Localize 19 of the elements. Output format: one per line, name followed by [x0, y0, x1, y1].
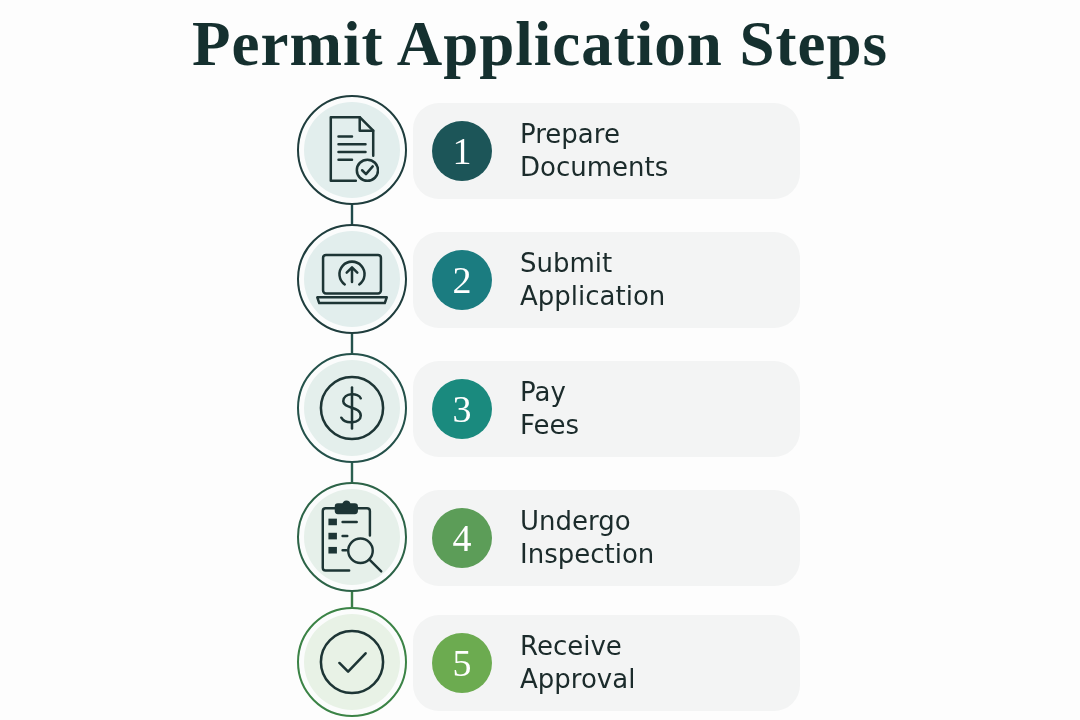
connector-line — [350, 463, 354, 482]
title: Permit Application Steps — [192, 8, 888, 80]
step-label: Receive Approval — [520, 630, 636, 696]
step-card — [413, 490, 800, 586]
step-card — [413, 361, 800, 457]
step-label: Pay Fees — [520, 376, 580, 442]
number-badge: 5 — [432, 633, 492, 693]
number-badge: 2 — [432, 250, 492, 310]
connector-line — [350, 334, 354, 353]
step-label: Submit Application — [520, 247, 666, 313]
step-card — [413, 103, 800, 199]
step-card — [413, 232, 800, 328]
step-card — [413, 615, 800, 711]
step-label: Undergo Inspection — [520, 505, 655, 571]
number-badge: 3 — [432, 379, 492, 439]
number-badge: 4 — [432, 508, 492, 568]
connector-line — [350, 205, 354, 224]
number-badge: 1 — [432, 121, 492, 181]
step-label: Prepare Documents — [520, 118, 669, 184]
